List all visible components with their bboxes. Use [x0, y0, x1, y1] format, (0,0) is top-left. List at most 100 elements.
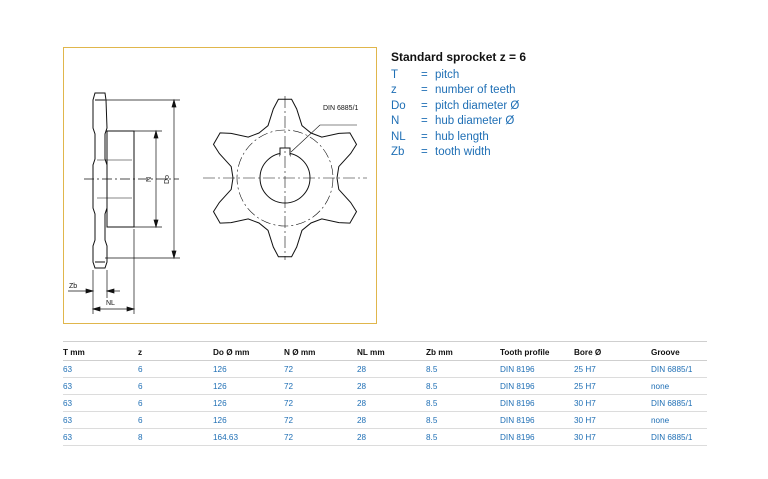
side-view [84, 92, 179, 269]
legend-symbol: z [391, 84, 397, 96]
dimension-zb [68, 270, 120, 298]
cell-z: 6 [138, 377, 213, 395]
legend-row: Do = pitch diameter Ø [391, 99, 526, 115]
legend-symbol: NL [391, 130, 406, 143]
cell-z: 8 [138, 428, 213, 446]
cell-do: 164.63 [213, 428, 284, 446]
dim-label-nl: NL [106, 300, 115, 307]
legend-symbol: N [391, 115, 400, 127]
cell-t: 63 [63, 377, 138, 395]
table-row: 63 6 126 72 28 8.5 DIN 8196 25 H7 DIN 68… [63, 360, 707, 378]
cell-zb: 8.5 [426, 360, 500, 378]
cell-do: 126 [213, 360, 284, 378]
side-view-tooth-plate [92, 92, 108, 269]
cell-tooth-profile: DIN 8196 [500, 394, 574, 412]
dimension-n [134, 129, 162, 229]
legend-description: hub diameter Ø [435, 115, 515, 127]
legend-row: T = pitch [391, 68, 526, 84]
cell-bore: 30 H7 [574, 411, 651, 429]
legend-equals: = [421, 99, 428, 112]
cell-z: 6 [138, 411, 213, 429]
legend-symbol: Zb [391, 146, 405, 158]
cell-z: 6 [138, 360, 213, 378]
cell-nl: 28 [357, 411, 426, 429]
cell-tooth-profile: DIN 8196 [500, 411, 574, 429]
legend-symbol: Do [391, 99, 406, 112]
legend-equals: = [421, 115, 428, 127]
cell-zb: 8.5 [426, 428, 500, 446]
cell-nl: 28 [357, 428, 426, 446]
legend-equals: = [421, 146, 428, 158]
legend-equals: = [421, 84, 428, 96]
legend-equals: = [421, 130, 428, 143]
cell-t: 63 [63, 428, 138, 446]
cell-zb: 8.5 [426, 411, 500, 429]
legend-row: Zb = tooth width [391, 145, 526, 161]
dim-label-n: N [146, 177, 153, 182]
cell-do: 126 [213, 394, 284, 412]
cell-zb: 8.5 [426, 394, 500, 412]
cell-tooth-profile: DIN 8196 [500, 377, 574, 395]
cell-t: 63 [63, 411, 138, 429]
technical-drawing: N Do Zb NL [63, 47, 377, 324]
header-nl: NL mm [357, 341, 426, 361]
legend-symbol: T [391, 68, 399, 81]
header-zb: Zb mm [426, 341, 500, 361]
table-row: 63 6 126 72 28 8.5 DIN 8196 30 H7 DIN 68… [63, 394, 707, 412]
cell-n: 72 [284, 360, 357, 378]
cell-tooth-profile: DIN 8196 [500, 428, 574, 446]
cell-groove: DIN 6885/1 [651, 428, 707, 446]
header-t: T mm [63, 341, 138, 361]
legend-row: N = hub diameter Ø [391, 114, 526, 130]
cell-nl: 28 [357, 394, 426, 412]
legend-equals: = [421, 68, 428, 81]
header-bore: Bore Ø [574, 341, 651, 361]
cell-bore: 25 H7 [574, 377, 651, 395]
front-view [203, 96, 367, 260]
dimension-do [105, 98, 180, 260]
legend-description: pitch diameter Ø [435, 99, 520, 112]
cell-n: 72 [284, 394, 357, 412]
cell-bore: 30 H7 [574, 394, 651, 412]
table-row: 63 6 126 72 28 8.5 DIN 8196 25 H7 none [63, 377, 707, 395]
cell-bore: 30 H7 [574, 428, 651, 446]
cell-t: 63 [63, 394, 138, 412]
legend-description: tooth width [435, 146, 491, 158]
dimension-nl [91, 229, 136, 314]
sprocket-drawing-svg: N Do Zb NL [68, 92, 367, 314]
cell-nl: 28 [357, 377, 426, 395]
legend-row: NL = hub length [391, 130, 526, 146]
legend-description: number of teeth [435, 84, 516, 96]
cell-tooth-profile: DIN 8196 [500, 360, 574, 378]
cell-n: 72 [284, 428, 357, 446]
table-row: 63 8 164.63 72 28 8.5 DIN 8196 30 H7 DIN… [63, 428, 707, 446]
cell-groove: DIN 6885/1 [651, 394, 707, 412]
legend-title: Standard sprocket z = 6 [391, 50, 527, 64]
header-do: Do Ø mm [213, 341, 284, 361]
cell-groove: DIN 6885/1 [651, 360, 707, 378]
cell-groove: none [651, 377, 707, 395]
din-groove-label: DIN 6885/1 [323, 105, 359, 112]
cell-z: 6 [138, 394, 213, 412]
header-n: N Ø mm [284, 341, 357, 361]
cell-nl: 28 [357, 360, 426, 378]
cell-zb: 8.5 [426, 377, 500, 395]
cell-n: 72 [284, 411, 357, 429]
legend-description: hub length [435, 130, 489, 143]
cell-n: 72 [284, 377, 357, 395]
header-groove: Groove [651, 341, 707, 361]
legend-description: pitch [435, 68, 460, 81]
cell-groove: none [651, 411, 707, 429]
specification-table: T mm z Do Ø mm N Ø mm NL mm Zb mm Tooth … [63, 341, 707, 446]
cell-bore: 25 H7 [574, 360, 651, 378]
dim-label-do: Do [164, 175, 171, 184]
cell-do: 126 [213, 411, 284, 429]
legend: Standard sprocket z = 6 T = pitch z = nu… [391, 50, 526, 161]
header-z: z [138, 341, 213, 361]
header-tooth-profile: Tooth profile [500, 341, 574, 361]
table-header-row: T mm z Do Ø mm N Ø mm NL mm Zb mm Tooth … [63, 341, 707, 361]
dim-label-zb: Zb [69, 283, 77, 290]
legend-row: z = number of teeth [391, 83, 526, 99]
cell-t: 63 [63, 360, 138, 378]
cell-do: 126 [213, 377, 284, 395]
